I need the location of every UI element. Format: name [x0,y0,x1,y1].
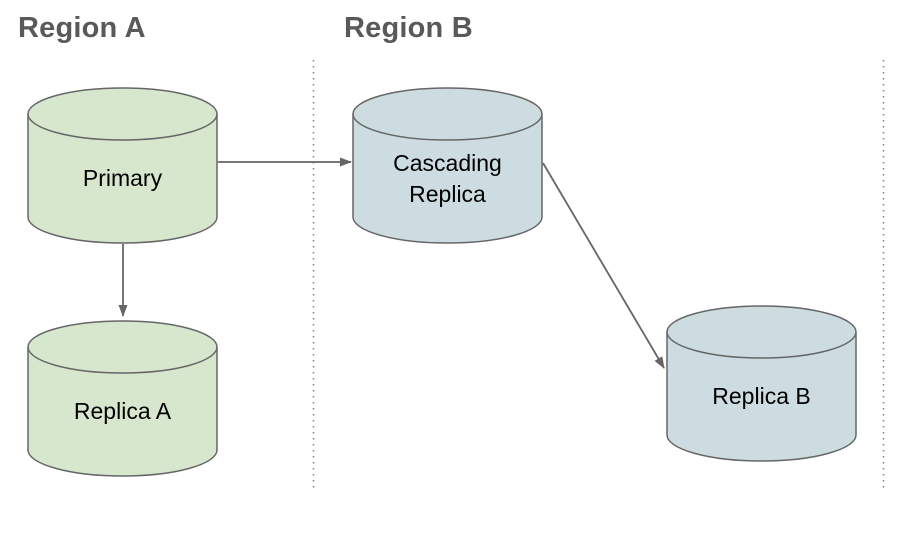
region-b-label: Region B [344,12,473,44]
database-cylinder-icon [352,87,543,244]
database-cylinder-icon [666,305,857,462]
database-cylinder-icon [27,87,218,244]
cascading-replica-node: Cascading Replica [352,87,543,244]
replica-a-node-label: Replica A [73,398,172,425]
edge-cascading-replica-to-replica-b [542,162,665,369]
cascading-replica-node-label: Cascading Replica [393,150,502,207]
replica-b-node: Replica B [666,305,857,462]
primary-node-label: Primary [82,165,163,192]
replica-b-node-label: Replica B [712,383,811,410]
primary-node: Primary [27,87,218,244]
database-cylinder-icon [27,320,218,477]
replica-a-node: Replica A [27,320,218,477]
region-a-label: Region A [18,12,146,44]
